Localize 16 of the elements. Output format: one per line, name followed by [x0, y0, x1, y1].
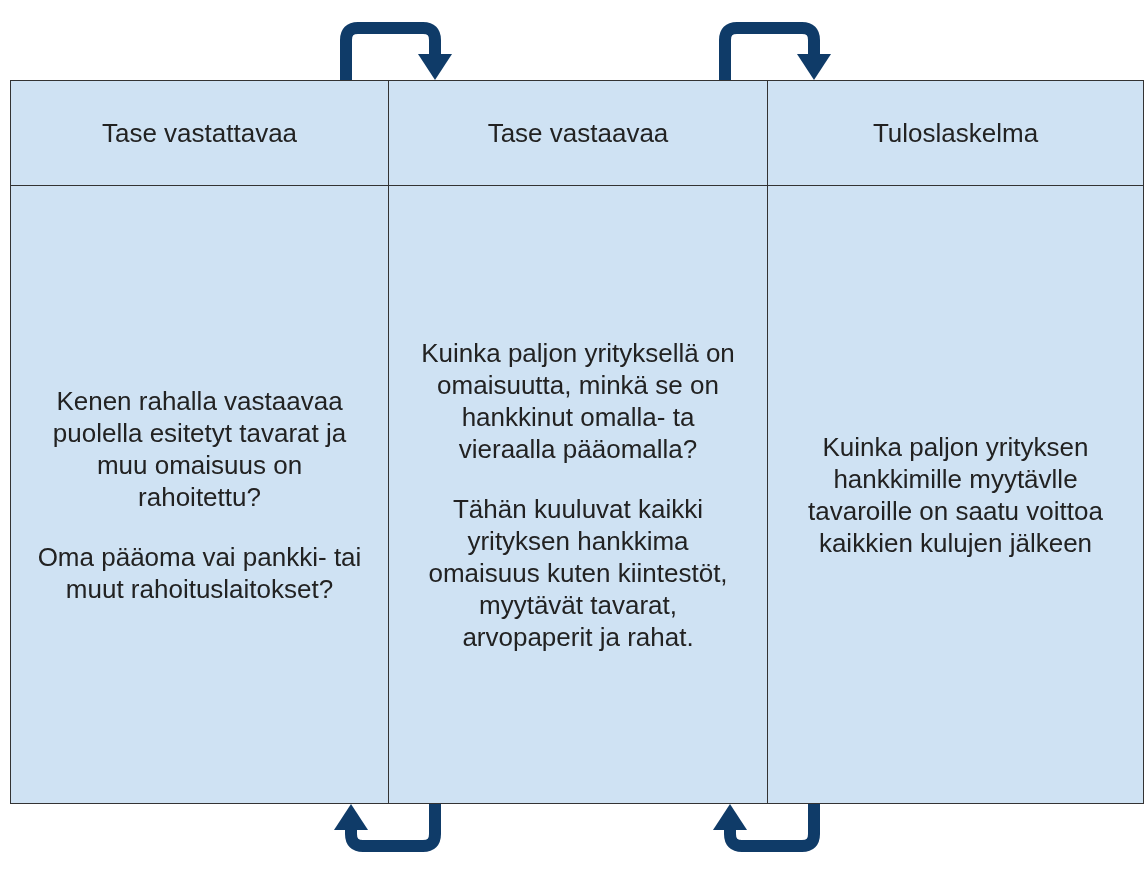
table-cell	[10, 185, 389, 804]
cell-text: Kuinka paljon yrityksen hankkimille myytävlle tavaroille on saatu voittoa kaikkien kulujen jälkeen	[807, 430, 1104, 559]
cell-text: Tähän kuuluvat kaikki yrityksen hankkima omaisuus kuten kiintestöt, myytävät tavarat, arvopaperit ja rahat.	[427, 492, 729, 653]
curved-arrow	[719, 22, 831, 80]
cell-text: Kuinka paljon yrityksellä on omaisuutta, minkä se on hankkinut omalla- ta vieraalla pääomalla?	[420, 336, 736, 465]
cell-text: Kenen rahalla vastaavaa puolella esitetyt tavarat ja muu omaisuus on rahoitettu?	[51, 384, 348, 513]
curved-arrow	[340, 22, 452, 80]
column-header-cell	[767, 80, 1144, 186]
table-cell	[388, 185, 768, 804]
table-cell	[767, 185, 1144, 804]
header-text: Tuloslaskelma	[872, 117, 1039, 149]
header-text: Tase vastattavaa	[101, 117, 298, 149]
cell-text: Oma pääoma vai pankki- tai muut rahoituslaitokset?	[36, 540, 363, 605]
header-text: Tase vastaavaa	[487, 117, 669, 149]
column-header-cell	[388, 80, 768, 186]
column-header-cell	[10, 80, 389, 186]
